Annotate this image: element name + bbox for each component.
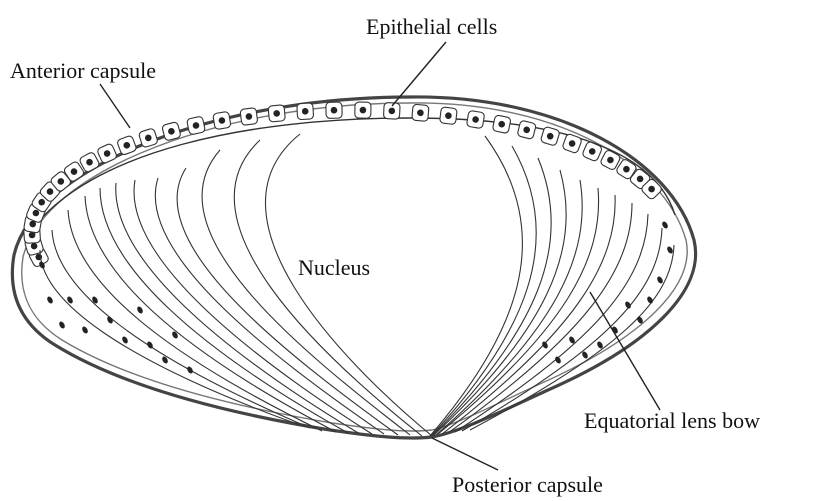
pointer-posterior-capsule xyxy=(432,438,498,470)
epithelium-inner-boundary xyxy=(30,118,675,232)
fiber-nucleus xyxy=(136,306,144,315)
label-nucleus: Nucleus xyxy=(298,257,370,279)
label-anterior-capsule: Anterior capsule xyxy=(10,60,156,82)
epithelial-cell xyxy=(492,115,511,134)
epithelial-cell xyxy=(268,105,285,122)
fiber-nucleus xyxy=(541,341,549,350)
fiber-nucleus xyxy=(46,296,54,305)
epithelial-cell xyxy=(466,110,484,128)
label-equatorial-lens-bow: Equatorial lens bow xyxy=(584,410,760,432)
epithelial-cell xyxy=(412,104,429,121)
epithelial-cell xyxy=(383,103,400,120)
fiber-nucleus xyxy=(121,336,129,345)
pointer-anterior-capsule xyxy=(100,84,130,128)
label-posterior-capsule: Posterior capsule xyxy=(452,474,603,496)
label-epithelial-cells: Epithelial cells xyxy=(366,16,497,38)
epithelial-cell xyxy=(562,133,583,154)
epithelial-cell xyxy=(162,122,181,141)
epithelial-cell xyxy=(439,107,457,125)
fiber-nucleus xyxy=(171,331,179,340)
epithelial-cell xyxy=(97,143,118,164)
fiber-nucleus xyxy=(656,276,664,285)
epithelial-cell xyxy=(355,102,371,118)
epithelial-cell xyxy=(116,135,137,156)
epithelial-cells-layer xyxy=(23,102,663,268)
lens-fibers-left xyxy=(40,134,432,436)
pointer-equatorial-lens-bow xyxy=(590,292,660,410)
fiber-nucleus xyxy=(81,326,89,335)
fiber-nucleus xyxy=(91,296,99,305)
epithelial-cell xyxy=(326,102,342,118)
fiber-nucleus xyxy=(186,366,194,375)
epithelial-cell xyxy=(213,111,231,129)
epithelial-cell xyxy=(517,120,536,139)
epithelial-cell xyxy=(297,103,314,120)
epithelial-cell xyxy=(187,116,206,135)
fiber-nucleus xyxy=(58,321,66,330)
epithelial-cell xyxy=(240,108,258,126)
